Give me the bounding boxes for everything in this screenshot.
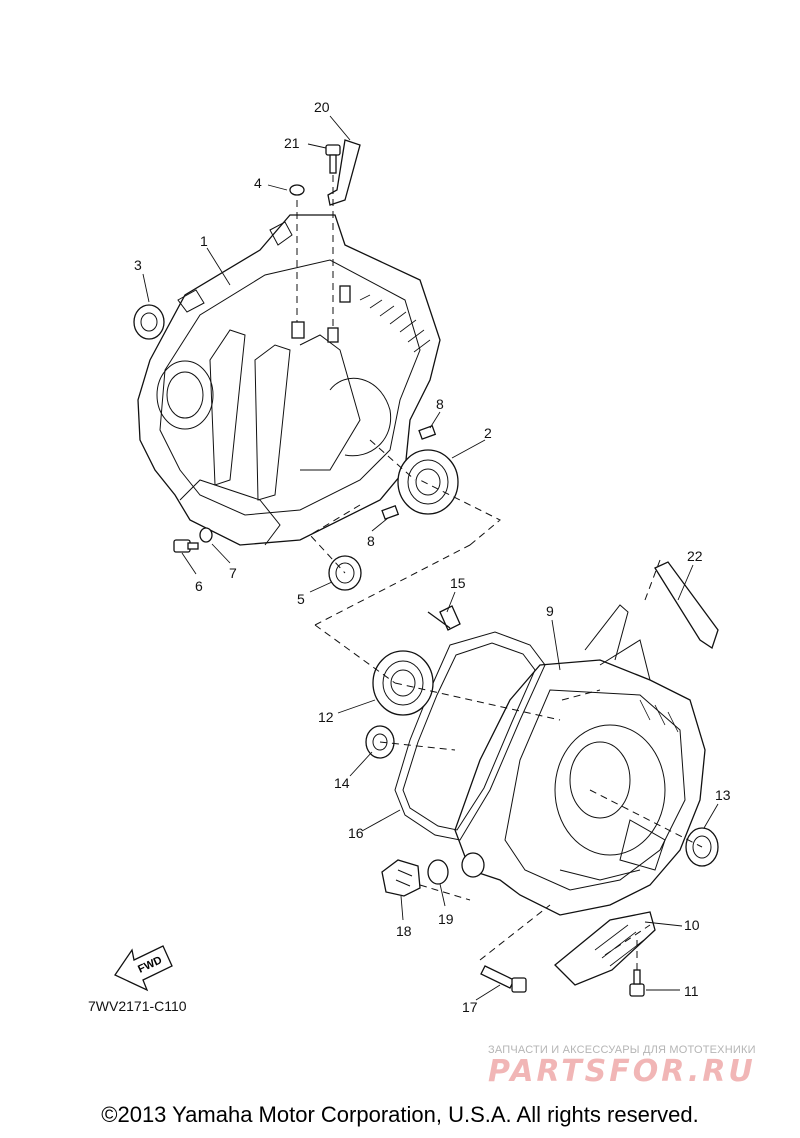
o-ring-19 — [427, 859, 449, 885]
callout-3: 3 — [134, 257, 142, 273]
pin-15 — [427, 605, 461, 631]
bolt-17 — [480, 965, 527, 993]
watermark-logo: PARTSFOR.RU — [488, 1054, 756, 1089]
dowel-pin-8a — [418, 425, 437, 440]
callout-17: 17 — [462, 999, 478, 1015]
callout-1: 1 — [200, 233, 208, 249]
washer-7 — [199, 527, 213, 543]
callout-5: 5 — [297, 591, 305, 607]
gasket-inner — [402, 642, 536, 831]
callout-6: 6 — [195, 578, 203, 594]
side-cover — [454, 604, 706, 916]
gasket — [394, 631, 546, 841]
bearing-12 — [372, 650, 434, 716]
bolt-6 — [173, 539, 199, 553]
callout-13: 13 — [715, 787, 731, 803]
callout-20: 20 — [314, 99, 330, 115]
callout-7: 7 — [229, 565, 237, 581]
reference-code: 7WV2171-C110 — [88, 998, 187, 1014]
bolt-21 — [325, 144, 341, 174]
watermark-subtitle: ЗАПЧАСТИ И АКСЕССУАРЫ ДЛЯ МОТОТЕХНИКИ — [488, 1044, 756, 1056]
plug-18 — [381, 859, 421, 897]
collar-4 — [289, 184, 305, 196]
callout-10: 10 — [684, 917, 700, 933]
bearing-2 — [397, 449, 459, 515]
copyright-notice: ©2013 Yamaha Motor Corporation, U.S.A. A… — [101, 1102, 699, 1127]
callout-4: 4 — [254, 175, 262, 191]
callout-21: 21 — [284, 135, 300, 151]
callout-16: 16 — [348, 825, 364, 841]
callout-8b: 8 — [367, 533, 375, 549]
crankcase — [137, 214, 441, 546]
alignment-lines — [296, 175, 703, 970]
bracket-20 — [327, 139, 361, 206]
callout-12: 12 — [318, 709, 334, 725]
guide-22 — [654, 561, 719, 650]
callout-22: 22 — [687, 548, 703, 564]
bolt-11 — [629, 969, 645, 997]
dowel-pin-8b — [381, 505, 400, 520]
callout-18: 18 — [396, 923, 412, 939]
leader-lines — [142, 115, 719, 1001]
callout-14: 14 — [334, 775, 350, 791]
callout-19: 19 — [438, 911, 454, 927]
callout-9: 9 — [546, 603, 554, 619]
oil-seal-3 — [133, 304, 165, 340]
callout-8a: 8 — [436, 396, 444, 412]
watermark: ЗАПЧАСТИ И АКСЕССУАРЫ ДЛЯ МОТОТЕХНИКИ PA… — [488, 1044, 788, 1089]
boss-ring — [461, 852, 485, 878]
callout-2: 2 — [484, 425, 492, 441]
callout-15: 15 — [450, 575, 466, 591]
callout-numbers: 1 2 3 4 5 6 7 8 8 9 10 11 12 13 14 15 16… — [134, 99, 731, 1015]
callout-11: 11 — [684, 983, 699, 999]
fwd-arrow-icon: FWD — [114, 945, 173, 992]
